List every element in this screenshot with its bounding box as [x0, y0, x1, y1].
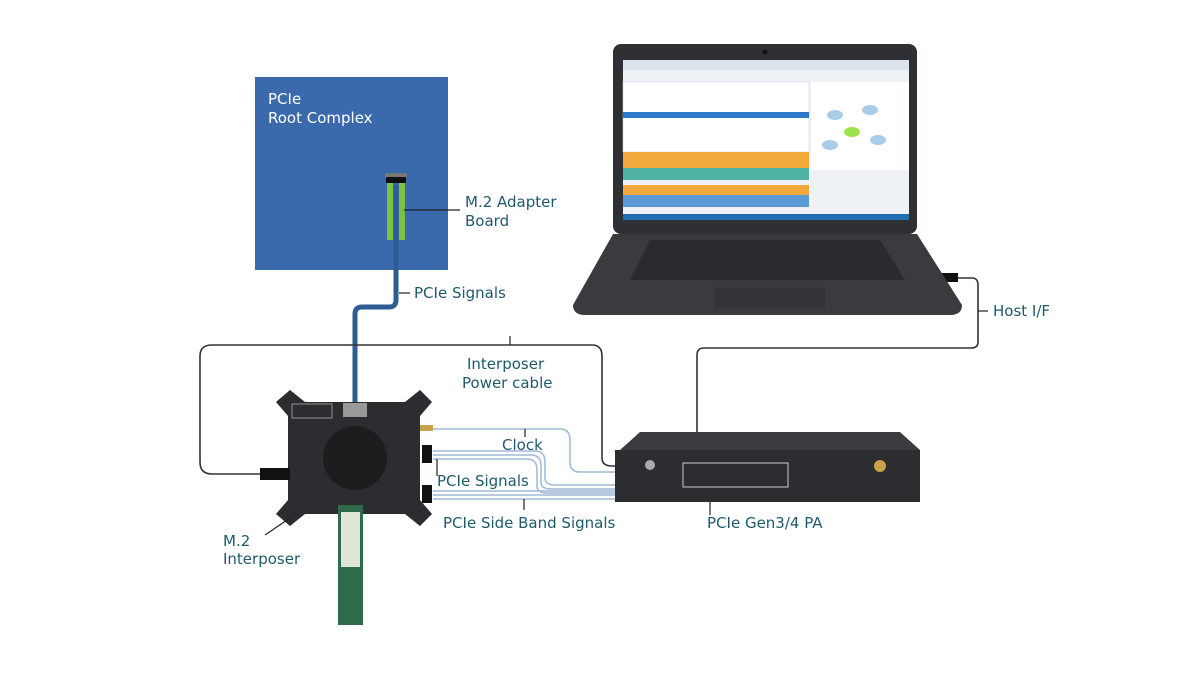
interposer-label-2: Interposer	[223, 550, 301, 568]
clock-label: Clock	[502, 436, 543, 454]
signal-cables	[433, 428, 620, 500]
interposer-label-1: M.2	[223, 532, 250, 550]
m2-adapter-board: M.2 Adapter Board	[385, 173, 557, 240]
pcie-signals-top-label: PCIe Signals	[414, 284, 506, 302]
power-cable-label-2: Power cable	[462, 374, 552, 392]
adapter-label-2: Board	[465, 212, 509, 230]
root-complex-block: PCIe Root Complex	[255, 77, 448, 270]
root-complex-label-1: PCIe	[268, 90, 301, 108]
m2-interposer-device	[260, 390, 433, 625]
root-complex-label-2: Root Complex	[268, 109, 373, 127]
host-if-label: Host I/F	[993, 302, 1050, 320]
pcie-analyzer-device	[615, 432, 920, 515]
side-band-label: PCIe Side Band Signals	[443, 514, 616, 532]
pcie-signal-cable	[352, 185, 399, 405]
pcie-signals-bottom-label: PCIe Signals	[437, 472, 529, 490]
adapter-label-1: M.2 Adapter	[465, 193, 557, 211]
host-if-cable	[696, 277, 979, 440]
power-cable-label-1: Interposer	[467, 355, 545, 373]
analyzer-label: PCIe Gen3/4 PA	[707, 514, 823, 532]
interposer-power-cable	[199, 344, 620, 475]
laptop-host	[573, 44, 962, 315]
